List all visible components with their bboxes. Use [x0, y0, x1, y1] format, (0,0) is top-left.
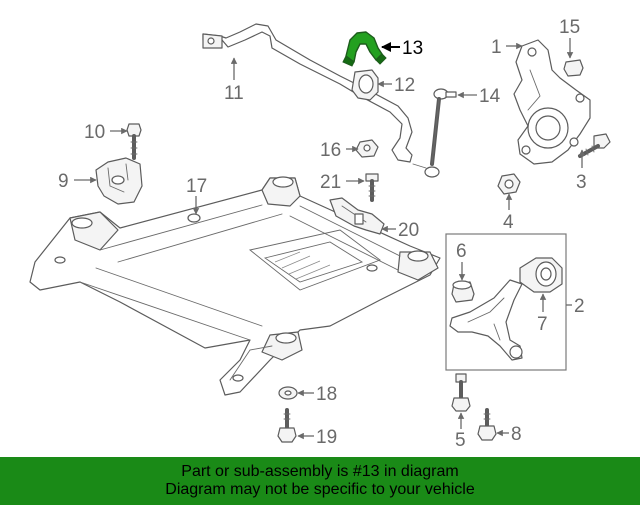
callout-8: 8 [511, 424, 522, 445]
callout-6: 6 [456, 241, 467, 262]
info-banner: Part or sub-assembly is #13 in diagram D… [0, 457, 640, 505]
banner-line-part-number: Part or sub-assembly is #13 in diagram [181, 463, 459, 480]
callout-11: 11 [224, 83, 244, 104]
bolt-21 [365, 173, 379, 202]
callout-17: 17 [186, 176, 207, 197]
bolt-10 [126, 123, 142, 160]
callout-9: 9 [58, 171, 69, 192]
callout-14: 14 [479, 86, 501, 107]
washer-18 [278, 386, 298, 400]
bushing-bracket-part-13[interactable] [342, 31, 387, 67]
control-arm-assembly [445, 233, 567, 371]
callout-21: 21 [320, 172, 341, 193]
leader-lines [74, 38, 586, 440]
callout-1: 1 [491, 37, 502, 58]
steering-knuckle [513, 39, 591, 165]
callout-12: 12 [394, 75, 415, 96]
cap-15 [563, 59, 584, 77]
callout-labels: 13 11 12 14 1 15 3 4 10 9 16 21 17 20 2 … [58, 17, 587, 451]
bracket-20 [329, 197, 385, 235]
bushing-4 [497, 173, 521, 195]
stabilizer-link [412, 88, 457, 178]
bolt-8 [477, 408, 497, 441]
callout-4: 4 [503, 212, 514, 233]
callout-19: 19 [316, 427, 337, 448]
callout-2: 2 [574, 296, 585, 317]
bolt-19 [277, 408, 297, 443]
callout-16: 16 [320, 140, 341, 161]
callout-10: 10 [84, 122, 105, 143]
callout-7: 7 [537, 314, 548, 335]
callout-5: 5 [455, 430, 466, 451]
callout-15: 15 [559, 17, 580, 38]
bolt-3 [578, 133, 611, 158]
bracket-9 [95, 157, 143, 205]
banner-line-disclaimer: Diagram may not be specific to your vehi… [165, 481, 475, 498]
callout-20: 20 [398, 220, 419, 241]
crossmember-subframe [29, 176, 441, 396]
bolt-5 [451, 373, 471, 412]
callout-18: 18 [316, 384, 337, 405]
callout-3: 3 [576, 172, 587, 193]
stabilizer-bushing [351, 69, 379, 101]
parts-diagram: 13 11 12 14 1 15 3 4 10 9 16 21 17 20 2 … [29, 17, 611, 451]
nut-16 [355, 139, 379, 158]
callout-13[interactable]: 13 [402, 38, 423, 59]
